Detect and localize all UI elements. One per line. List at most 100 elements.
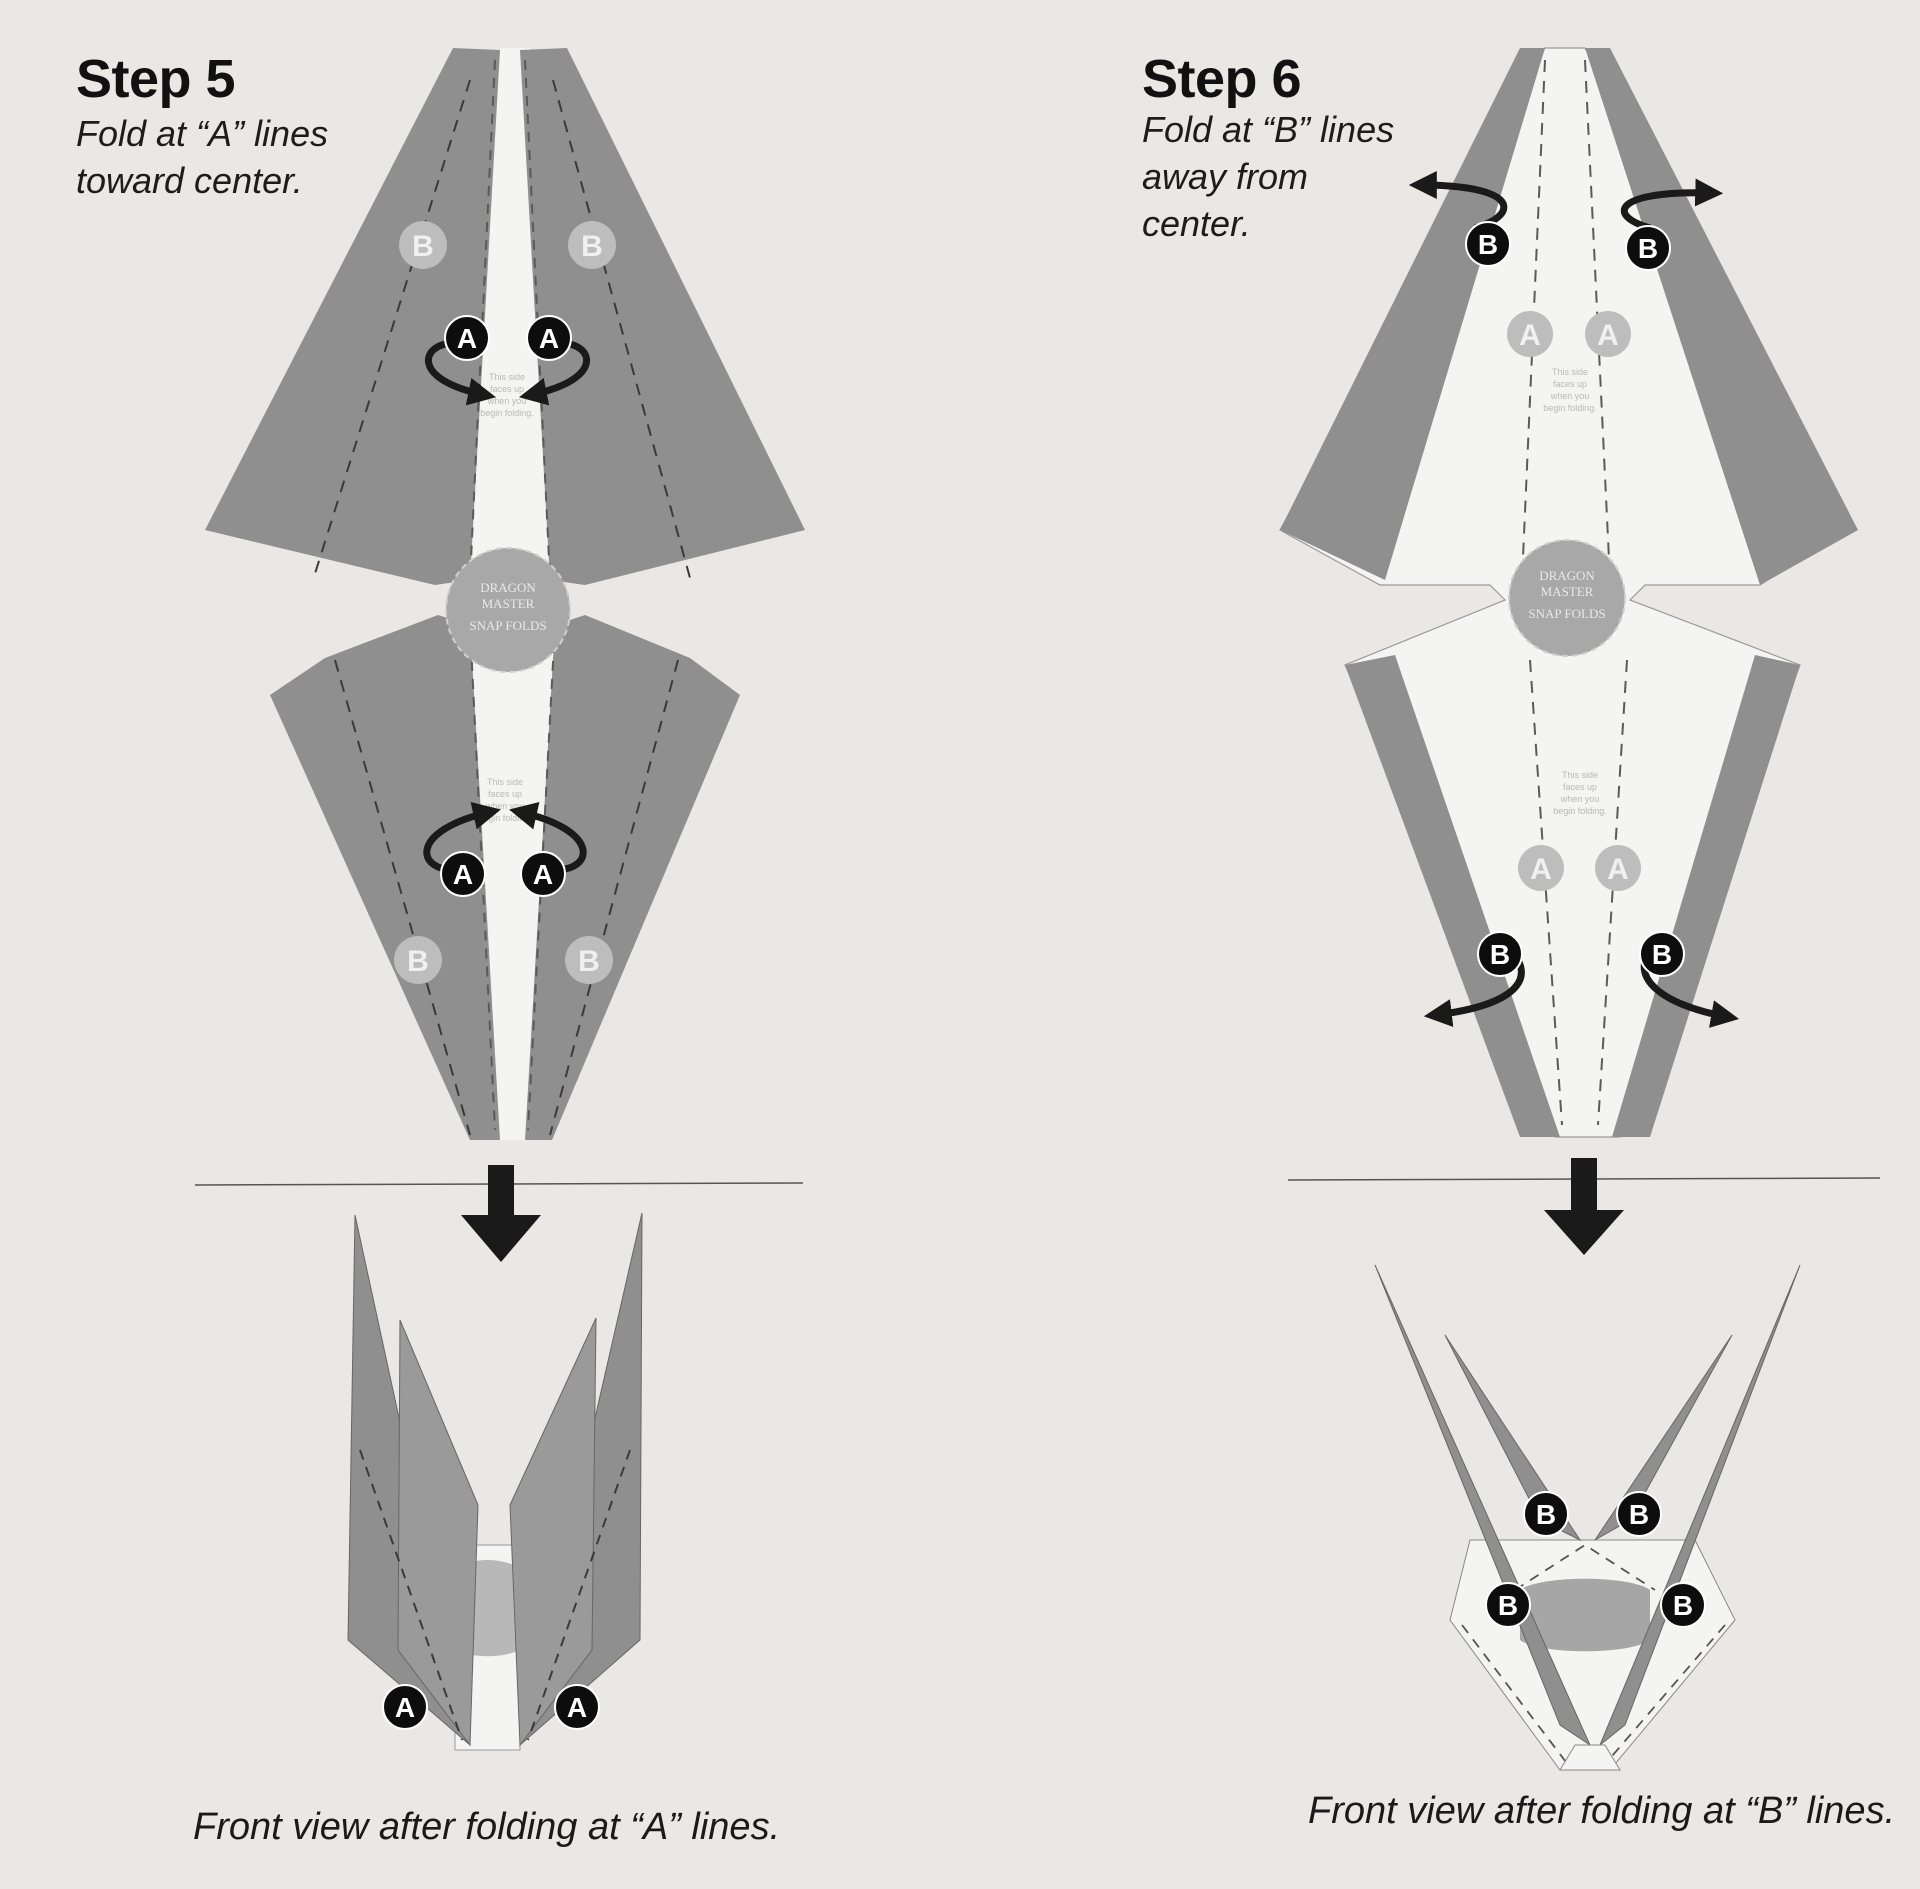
step-6-folded-base [1449,1539,1736,1771]
center-note-line: This side [1562,770,1598,780]
step-6-instruction-line-1: Fold at “B” lines [1142,109,1395,150]
fold-label-a: A [395,1692,415,1723]
step-5-instruction-line-2: toward center. [76,160,303,201]
step-6-title: Step 6 [1142,49,1302,109]
step-6-folded-fold-line [1599,1624,1726,1771]
step-6-logo-line-1: DRAGON [1539,568,1595,583]
step-5-down-arrow-icon [461,1165,541,1262]
step-6-fold-line [1529,659,1563,1126]
fold-label-b: B [407,945,429,978]
center-note-line: when you [487,396,527,406]
center-note-line: when you [1550,391,1590,401]
fold-label-b: B [1478,229,1498,260]
step-5-logo-line-1: DRAGON [480,580,536,595]
step-5-instruction: Fold at “A” lines toward center. [76,110,328,204]
fold-label-b: B [1498,1590,1518,1621]
step-5-fold-line-b [469,59,496,581]
step-6-instruction-line-2: away from [1142,156,1309,197]
step-5-lower-right-panel [525,615,740,1140]
fold-label-a: A [1530,853,1552,886]
step-5-faded-b-badges: B B B B [394,221,616,984]
center-note-line: This side [487,777,523,787]
center-note-line: This side [1552,367,1588,377]
step-5-folded-fold-line [527,1449,631,1741]
step-6-down-arrow-icon [1544,1158,1624,1255]
fold-arrow-icon [509,802,587,874]
step-6-b-badges: B B B B [1465,221,1685,977]
center-note-line: faces up [488,789,522,799]
step-6-folded-left-outer-panel [1374,1264,1592,1747]
step-6-instruction-line-3: center. [1142,203,1251,244]
step-6-folded-right-inner-panel [1594,1334,1733,1541]
fold-label-b: B [1629,1499,1649,1530]
step-6-fold-line [1597,659,1628,1126]
fold-label-a: A [533,859,553,890]
center-note-line: faces up [1553,379,1587,389]
step-6-logo-line-2: MASTER [1541,584,1594,599]
step-6-center-note-upper: This side faces up when you begin foldin… [1543,367,1597,413]
fold-label-b: B [1490,939,1510,970]
step-6-logo-seal [1508,539,1626,657]
fold-label-b: B [1638,233,1658,264]
step-6-center-note-lower: This side faces up when you begin foldin… [1553,770,1607,816]
step-6-folded-fold-line [1461,1624,1573,1771]
step-6-faded-a-badges: A A A A [1507,311,1641,891]
fold-label-a: A [453,859,473,890]
step-6-lower-right-strip [1612,655,1800,1137]
fold-label-b: B [1673,1590,1693,1621]
step-6-caption: Front view after folding at “B” lines. [1308,1790,1896,1832]
center-note-line: This side [489,372,525,382]
step-5-upper-right-panel [520,48,805,585]
fold-label-a: A [567,1692,587,1723]
fold-label-a: A [457,323,477,354]
fold-label-b: B [1536,1499,1556,1530]
fold-label-b: B [578,945,600,978]
step-5-caption: Front view after folding at “A” lines. [193,1806,781,1848]
step-6-upper-right-strip [1585,48,1858,585]
center-note-line: faces up [1563,782,1597,792]
fold-label-a: A [1519,319,1541,352]
center-note-line: begin folding. [480,408,534,418]
fold-label-a: A [1597,319,1619,352]
fold-label-b: B [1652,939,1672,970]
step-5-logo-line-2: MASTER [482,596,535,611]
fold-label-a: A [539,323,559,354]
step-5-fold-line-a [549,659,679,1136]
step-6-folded-fold-line [1514,1543,1656,1591]
step-5-unfolded-shape: DRAGON MASTER SNAP FOLDS This side faces… [205,48,805,1140]
step-6-folded-view: B B B B [1374,1264,1801,1771]
fold-arrow-icon [424,339,496,406]
step-5-fold-line-a [552,79,691,579]
center-note-line: begin folding. [478,813,532,823]
center-note-line: begin folding. [1543,403,1597,413]
fold-label-b: B [412,230,434,263]
step-5-folded-right-inner-panel [509,1317,597,1747]
step-6-lower-left-strip [1345,655,1560,1137]
step-5-lower-left-panel [270,615,500,1140]
step-6-logo-line-3: SNAP FOLDS [1528,606,1605,621]
center-note-line: when you [485,801,525,811]
step-5-instruction-line-1: Fold at “A” lines [76,113,329,154]
step-5-fold-line-a [312,79,471,581]
center-note-line: faces up [490,384,524,394]
fold-arrow-icon [1620,178,1724,232]
step-5-title: Step 5 [76,49,236,109]
step-5-a-badges: A A A A [440,315,572,897]
step-5-center-note-upper: This side faces up when you begin foldin… [480,372,534,418]
step-5-folded-view: A A [347,1212,643,1751]
step-5-logo-line-3: SNAP FOLDS [469,618,546,633]
center-note-line: begin folding. [1553,806,1607,816]
step-5-logo-seal [445,547,571,673]
step-5-folded-left-inner-panel [397,1319,479,1747]
step-6-upper-left-strip [1280,48,1545,580]
step-5-center-note-lower: This side faces up when you begin foldin… [478,777,532,823]
fold-label-b: B [581,230,603,263]
fold-label-a: A [1607,853,1629,886]
step-6-folded-right-outer-panel [1599,1264,1801,1746]
step-6-unfolded-shape: DRAGON MASTER SNAP FOLDS This side faces… [1279,47,1858,1138]
step-6-instruction: Fold at “B” lines away from center. [1142,106,1394,247]
step-5-upper-left-panel [205,48,500,585]
step-5-folded-fold-line [359,1449,463,1741]
center-note-line: when you [1560,794,1600,804]
